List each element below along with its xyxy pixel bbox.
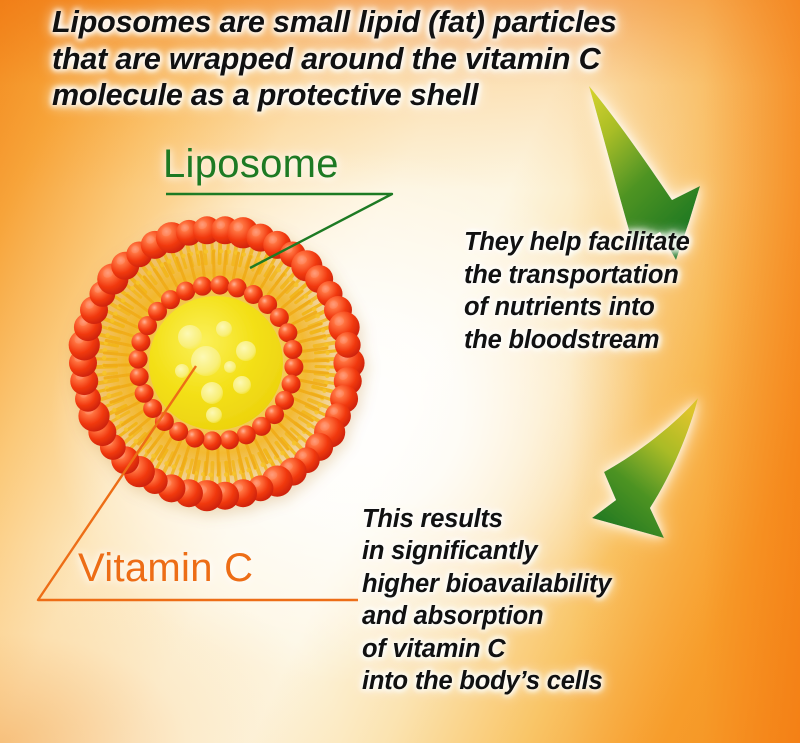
phospholipid-head xyxy=(334,331,361,358)
phospholipid-head xyxy=(138,316,158,336)
phospholipid-head xyxy=(160,290,180,310)
phospholipid-head xyxy=(278,323,298,343)
phospholipid-head xyxy=(227,278,247,298)
phospholipid-head xyxy=(185,428,205,448)
phospholipid-head xyxy=(154,411,174,431)
arrow-transport-to-results-icon xyxy=(592,398,698,538)
phospholipid-head xyxy=(148,301,168,321)
arrow-header-to-transport-icon xyxy=(589,86,700,260)
phospholipid-head xyxy=(176,281,196,301)
liposome-vesicle xyxy=(68,216,365,512)
liposome-leader-line xyxy=(166,192,394,270)
phospholipid-head xyxy=(210,275,230,295)
phospholipid-head xyxy=(169,421,189,441)
vitamin-c-leader-line xyxy=(36,365,358,602)
phospholipid-head xyxy=(143,399,163,419)
phospholipid-head xyxy=(134,383,154,403)
results-statement: This results in significantly higher bio… xyxy=(362,505,612,695)
phospholipid-tails-inner xyxy=(102,249,330,477)
vitamin-c-core xyxy=(149,296,283,430)
phospholipid-head xyxy=(220,430,240,450)
header-statement: Liposomes are small lipid (fat) particle… xyxy=(52,5,617,113)
phospholipid-heads-outer xyxy=(68,216,365,512)
phospholipid-head xyxy=(281,374,301,394)
liposome-callout-label: Liposome xyxy=(163,142,339,186)
phospholipid-head xyxy=(274,390,294,410)
phospholipid-head xyxy=(202,431,222,451)
phospholipid-head xyxy=(129,367,149,387)
transport-statement: They help facilitate the transportation … xyxy=(464,228,690,354)
phospholipid-head xyxy=(258,295,278,315)
phospholipid-head xyxy=(192,276,212,296)
background-bottom-left-wash xyxy=(0,543,340,743)
phospholipid-head xyxy=(264,405,284,425)
phospholipid-head xyxy=(284,357,304,377)
vitamin-c-molecules xyxy=(175,321,256,423)
phospholipid-head xyxy=(128,349,148,369)
phospholipid-head xyxy=(252,416,272,436)
phospholipid-head xyxy=(236,425,256,445)
phospholipid-head xyxy=(131,332,151,352)
phospholipid-head xyxy=(283,339,303,359)
phospholipid-head xyxy=(243,285,263,305)
phospholipid-head xyxy=(269,307,289,327)
vitamin-c-callout-label: Vitamin C xyxy=(78,546,254,590)
phospholipid-heads-inner xyxy=(128,275,304,451)
